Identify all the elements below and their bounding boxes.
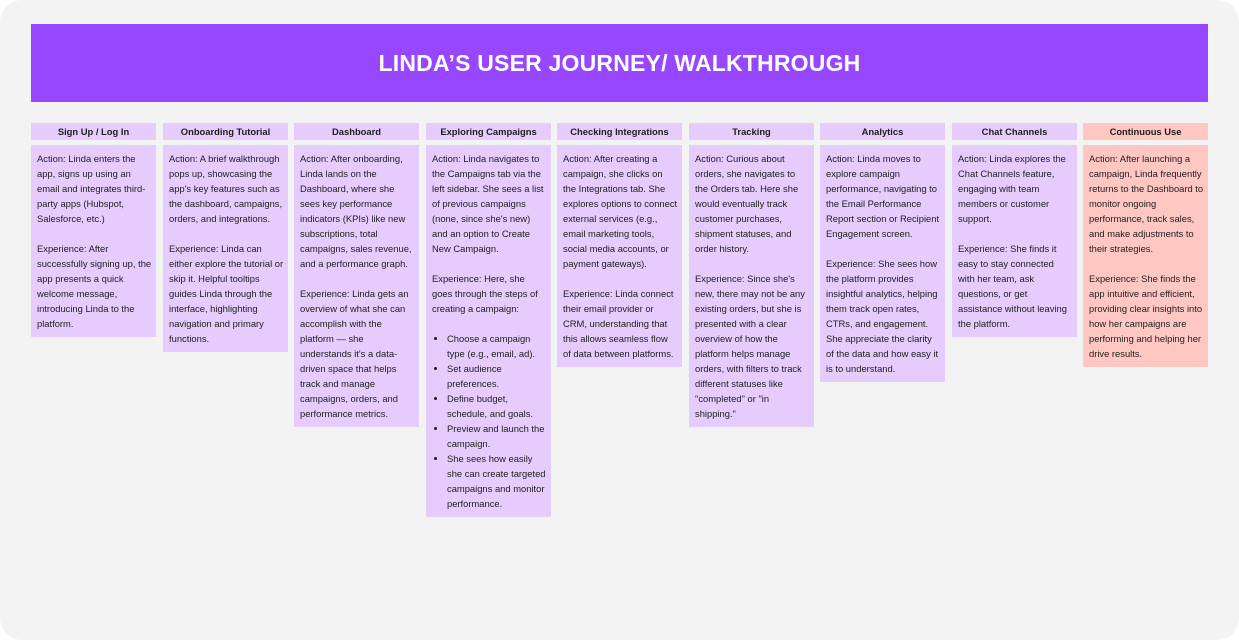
list-item: She sees how easily she can create targe… [447, 451, 547, 511]
stage-title: Exploring Campaigns [426, 123, 551, 140]
stage-analytics: Analytics Action: Linda moves to explore… [820, 123, 945, 382]
stage-chat-channels: Chat Channels Action: Linda explores the… [952, 123, 1077, 337]
stage-card: Action: Curious about orders, she naviga… [689, 145, 814, 427]
stage-exploring-campaigns: Exploring Campaigns Action: Linda naviga… [426, 123, 551, 517]
stage-title: Sign Up / Log In [31, 123, 156, 140]
stage-checking-integrations: Checking Integrations Action: After crea… [557, 123, 682, 367]
campaign-steps-list: Choose a campaign type (e.g., email, ad)… [432, 331, 547, 511]
stage-onboarding-tutorial: Onboarding Tutorial Action: A brief walk… [163, 123, 288, 352]
stage-action: Action: Linda moves to explore campaign … [826, 153, 940, 239]
stage-title: Continuous Use [1083, 123, 1208, 140]
stage-action: Action: Linda enters the app, signs up u… [37, 153, 146, 224]
stage-experience: Experience: Here, she goes through the s… [432, 273, 538, 314]
stage-card: Action: After launching a campaign, Lind… [1083, 145, 1208, 367]
list-item: Define budget, schedule, and goals. [447, 391, 547, 421]
stage-experience: Experience: Since she's new, there may n… [695, 273, 805, 419]
stage-experience: Experience: Linda can either explore the… [169, 243, 284, 344]
stage-experience: Experience: Linda gets an overview of wh… [300, 288, 409, 419]
stage-title: Checking Integrations [557, 123, 682, 140]
stage-dashboard: Dashboard Action: After onboarding, Lind… [294, 123, 419, 427]
title-banner: LINDA’S USER JOURNEY/ WALKTHROUGH [31, 24, 1208, 102]
stage-title: Chat Channels [952, 123, 1077, 140]
stage-tracking: Tracking Action: Curious about orders, s… [689, 123, 814, 427]
stage-title: Onboarding Tutorial [163, 123, 288, 140]
stage-card: Action: After creating a campaign, she c… [557, 145, 682, 367]
page-title: LINDA’S USER JOURNEY/ WALKTHROUGH [378, 49, 861, 76]
stage-continuous-use: Continuous Use Action: After launching a… [1083, 123, 1208, 367]
stage-action: Action: Linda navigates to the Campaigns… [432, 153, 544, 254]
stage-experience: Experience: She sees how the platform pr… [826, 258, 939, 374]
stage-title: Dashboard [294, 123, 419, 140]
list-item: Preview and launch the campaign. [447, 421, 547, 451]
stage-action: Action: After launching a campaign, Lind… [1089, 153, 1204, 254]
stage-experience: Experience: She finds it easy to stay co… [958, 243, 1067, 329]
stage-action: Action: After onboarding, Linda lands on… [300, 153, 412, 269]
stage-card: Action: Linda navigates to the Campaigns… [426, 145, 551, 517]
stage-card: Action: After onboarding, Linda lands on… [294, 145, 419, 427]
stage-action: Action: After creating a campaign, she c… [563, 153, 678, 269]
stage-card: Action: Linda moves to explore campaign … [820, 145, 945, 382]
stage-action: Action: Linda explores the Chat Channels… [958, 153, 1066, 224]
stage-sign-up: Sign Up / Log In Action: Linda enters th… [31, 123, 156, 337]
list-item: Choose a campaign type (e.g., email, ad)… [447, 331, 547, 361]
stage-action: Action: Curious about orders, she naviga… [695, 153, 799, 254]
stage-card: Action: Linda explores the Chat Channels… [952, 145, 1077, 337]
stage-action: Action: A brief walkthrough pops up, sho… [169, 153, 283, 224]
stage-experience: Experience: Linda connect their email pr… [563, 288, 674, 359]
stage-experience: Experience: After successfully signing u… [37, 243, 152, 329]
stage-card: Action: Linda enters the app, signs up u… [31, 145, 156, 337]
stage-card: Action: A brief walkthrough pops up, sho… [163, 145, 288, 352]
stage-title: Analytics [820, 123, 945, 140]
stage-title: Tracking [689, 123, 814, 140]
list-item: Set audience preferences. [447, 361, 547, 391]
stage-experience: Experience: She finds the app intuitive … [1089, 273, 1203, 359]
